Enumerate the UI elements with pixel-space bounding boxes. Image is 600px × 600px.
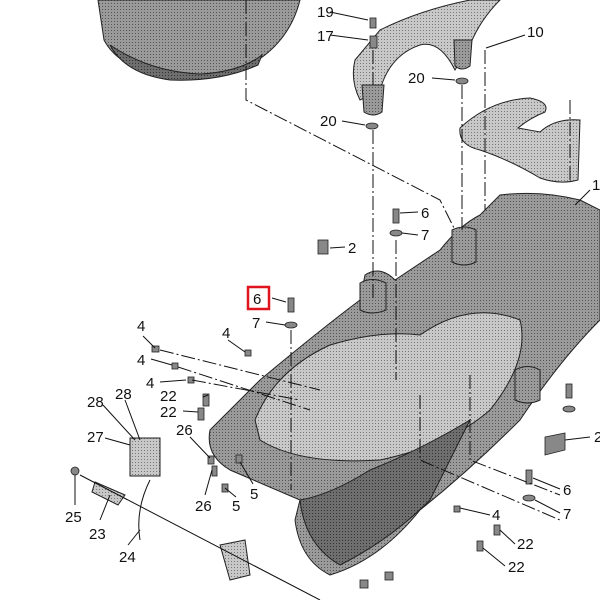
leader-lines bbox=[74, 0, 591, 567]
callout-7[interactable]: 7 bbox=[421, 227, 429, 244]
callout-25[interactable]: 25 bbox=[65, 509, 82, 526]
callout-22[interactable]: 22 bbox=[160, 404, 177, 421]
callout-4[interactable]: 4 bbox=[222, 325, 230, 342]
callout-28[interactable]: 28 bbox=[115, 386, 132, 403]
callout-6-selected[interactable]: 6 bbox=[253, 291, 261, 308]
callout-7[interactable]: 7 bbox=[563, 506, 571, 523]
callout-4[interactable]: 4 bbox=[146, 375, 154, 392]
callout-17[interactable]: 17 bbox=[317, 28, 334, 45]
latch-assembly-part[interactable] bbox=[79, 437, 321, 600]
callout-24[interactable]: 24 bbox=[119, 549, 136, 566]
callout-1[interactable]: 1 bbox=[592, 177, 600, 194]
callout-5[interactable]: 5 bbox=[232, 498, 240, 515]
storage-body-part[interactable] bbox=[208, 192, 600, 576]
callout-19[interactable]: 19 bbox=[317, 4, 334, 21]
callout-labels: 19 17 10 20 20 1 6 7 2 6 7 4 4 4 4 22 22… bbox=[65, 4, 600, 576]
callout-26[interactable]: 26 bbox=[176, 422, 193, 439]
callout-22[interactable]: 22 bbox=[160, 388, 177, 405]
callout-6[interactable]: 6 bbox=[421, 205, 429, 222]
callout-6[interactable]: 6 bbox=[563, 482, 571, 499]
callout-28[interactable]: 28 bbox=[87, 394, 104, 411]
callout-23[interactable]: 23 bbox=[89, 526, 106, 543]
callout-5[interactable]: 5 bbox=[250, 486, 258, 503]
callout-2[interactable]: 2 bbox=[348, 240, 356, 257]
callout-27[interactable]: 27 bbox=[87, 429, 104, 446]
callout-4[interactable]: 4 bbox=[492, 507, 500, 524]
callout-7[interactable]: 7 bbox=[252, 315, 260, 332]
callout-22[interactable]: 22 bbox=[517, 536, 534, 553]
callout-20[interactable]: 20 bbox=[320, 113, 337, 130]
callout-20[interactable]: 20 bbox=[408, 70, 425, 87]
callout-10[interactable]: 10 bbox=[527, 24, 544, 41]
callout-26[interactable]: 26 bbox=[195, 498, 212, 515]
fasteners bbox=[70, 17, 576, 589]
carrier-plate-part[interactable] bbox=[459, 97, 581, 183]
seat-lid-part[interactable] bbox=[97, 0, 301, 81]
callout-22[interactable]: 22 bbox=[508, 559, 525, 576]
selected-callout-highlight bbox=[246, 285, 271, 311]
callout-4[interactable]: 4 bbox=[137, 318, 145, 335]
callout-2[interactable]: 2 bbox=[594, 429, 600, 446]
callout-4[interactable]: 4 bbox=[137, 352, 145, 369]
grab-handle-part[interactable] bbox=[352, 0, 501, 116]
